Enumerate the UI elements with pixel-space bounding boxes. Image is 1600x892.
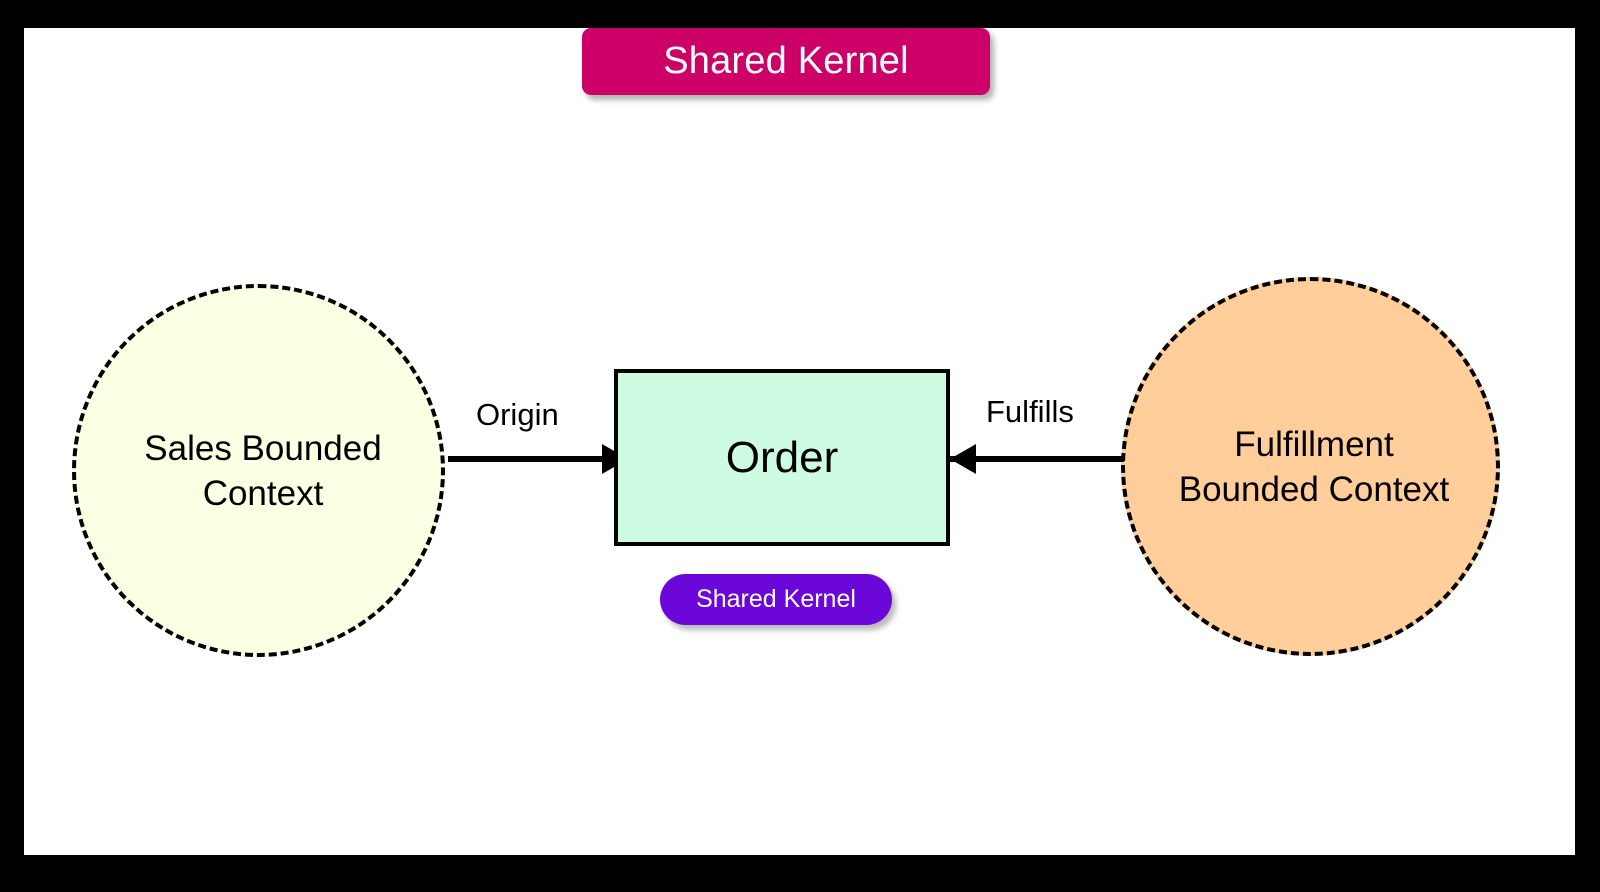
node-order-entity[interactable]: Order bbox=[614, 369, 950, 546]
node-fulfillment-bounded-context-label: Fulfillment Bounded Context bbox=[1178, 424, 1450, 509]
edge-fulfills-arrowhead-icon bbox=[950, 444, 976, 474]
stereotype-badge-shared-kernel: Shared Kernel bbox=[660, 574, 892, 625]
edge-origin-line bbox=[448, 456, 614, 462]
edge-fulfills-line bbox=[950, 456, 1124, 462]
edge-fulfills-label: Fulfills bbox=[986, 394, 1074, 429]
node-order-entity-label: Order bbox=[725, 432, 839, 482]
title-badge: Shared Kernel bbox=[582, 28, 990, 95]
node-sales-bounded-context[interactable]: Sales Bounded Context bbox=[72, 284, 445, 657]
node-fulfillment-bounded-context[interactable]: Fulfillment Bounded Context bbox=[1121, 277, 1500, 656]
diagram-canvas: Shared Kernel Sales Bounded Context Orig… bbox=[24, 28, 1575, 855]
node-sales-bounded-context-label: Sales Bounded Context bbox=[144, 428, 382, 513]
edge-origin-label: Origin bbox=[476, 397, 559, 432]
